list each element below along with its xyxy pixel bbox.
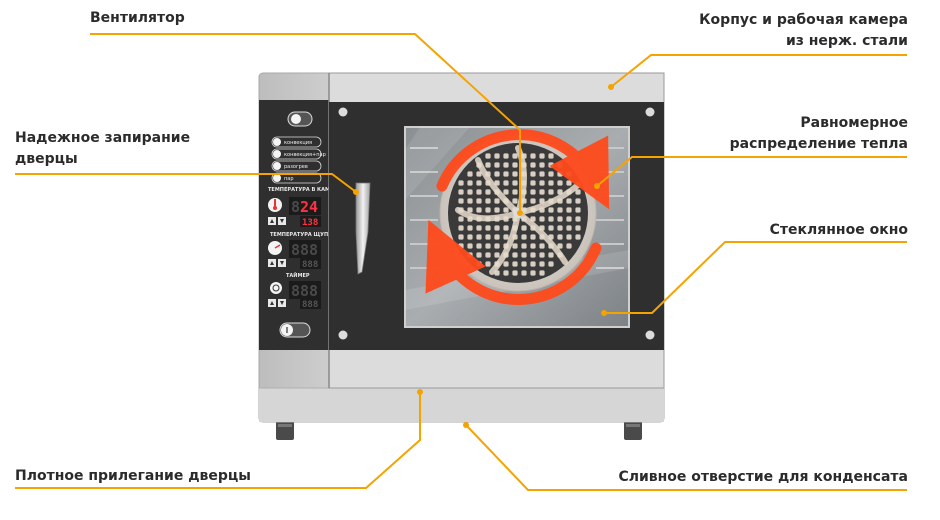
chamber-temp-display: 24 xyxy=(300,198,318,216)
mode-label-preheat: разогрев xyxy=(284,164,308,170)
label-lock-line2: дверцы xyxy=(15,151,78,167)
probe-temp-display: 888 xyxy=(291,241,318,259)
timer-setpoint-display: 888 xyxy=(302,300,318,310)
label-fan: Вентилятор xyxy=(90,8,185,29)
mode-buttons: конвекция конвекция+пар разогрев пар xyxy=(271,136,326,184)
chamber-temp-label: ТЕМПЕРАТУРА В КАМЕРЕ xyxy=(268,187,341,193)
timer-icon xyxy=(270,282,282,294)
label-seal-text: Плотное прилегание дверцы xyxy=(15,468,251,484)
label-drain-text: Сливное отверстие для конденсата xyxy=(618,469,908,485)
label-body-material: Корпус и рабочая камера из нерж. стали xyxy=(699,10,908,52)
control-panel: конвекция конвекция+пар разогрев пар ТЕМ… xyxy=(259,100,341,350)
mode-label-steam: пар xyxy=(284,176,294,182)
label-condensate-drain: Сливное отверстие для конденсата xyxy=(618,467,908,488)
label-heat-distribution: Равномерное распределение тепла xyxy=(730,113,908,155)
mode-button-preheat[interactable] xyxy=(273,162,281,170)
mode-label-convection: конвекция xyxy=(284,140,312,146)
probe-setpoint-display: 888 xyxy=(302,260,318,270)
door-handle[interactable] xyxy=(355,182,371,275)
label-heat-line1: Равномерное xyxy=(800,115,908,131)
callout-line-seal xyxy=(15,392,421,489)
oven-feet xyxy=(276,420,642,440)
svg-text:8: 8 xyxy=(291,198,300,216)
label-glass-window: Стеклянное окно xyxy=(770,220,908,241)
mode-button-convection[interactable] xyxy=(273,138,281,146)
chamber-setpoint-display: 138 xyxy=(302,218,318,228)
callout-line-heat xyxy=(596,156,907,187)
label-door-lock: Надежное запирание дверцы xyxy=(15,128,190,170)
label-fan-text: Вентилятор xyxy=(90,10,185,26)
timer-label: ТАЙМЕР xyxy=(286,271,310,279)
label-glass-text: Стеклянное окно xyxy=(769,222,908,238)
mode-label-convection-steam: конвекция+пар xyxy=(284,152,326,158)
label-lock-line1: Надежное запирание xyxy=(15,130,191,146)
label-body-line1: Корпус и рабочая камера xyxy=(699,12,908,28)
probe-temp-label: ТЕМПЕРАТУРА ЩУПА xyxy=(270,232,332,238)
mode-button-convection-steam[interactable] xyxy=(273,150,281,158)
mode-button-steam[interactable] xyxy=(273,174,281,182)
heat-flow-arrows xyxy=(425,129,610,305)
timer-display: 888 xyxy=(291,282,318,300)
callout-lines xyxy=(15,33,907,491)
callout-line-body xyxy=(610,54,907,88)
callout-line-drain xyxy=(465,424,907,491)
callout-line-lock xyxy=(15,173,357,193)
callout-line-fan xyxy=(90,33,521,213)
callout-line-glass xyxy=(604,241,907,314)
label-door-seal: Плотное прилегание дверцы xyxy=(15,466,251,487)
label-body-line2: из нерж. стали xyxy=(785,33,908,49)
label-heat-line2: распределение тепла xyxy=(729,136,908,152)
